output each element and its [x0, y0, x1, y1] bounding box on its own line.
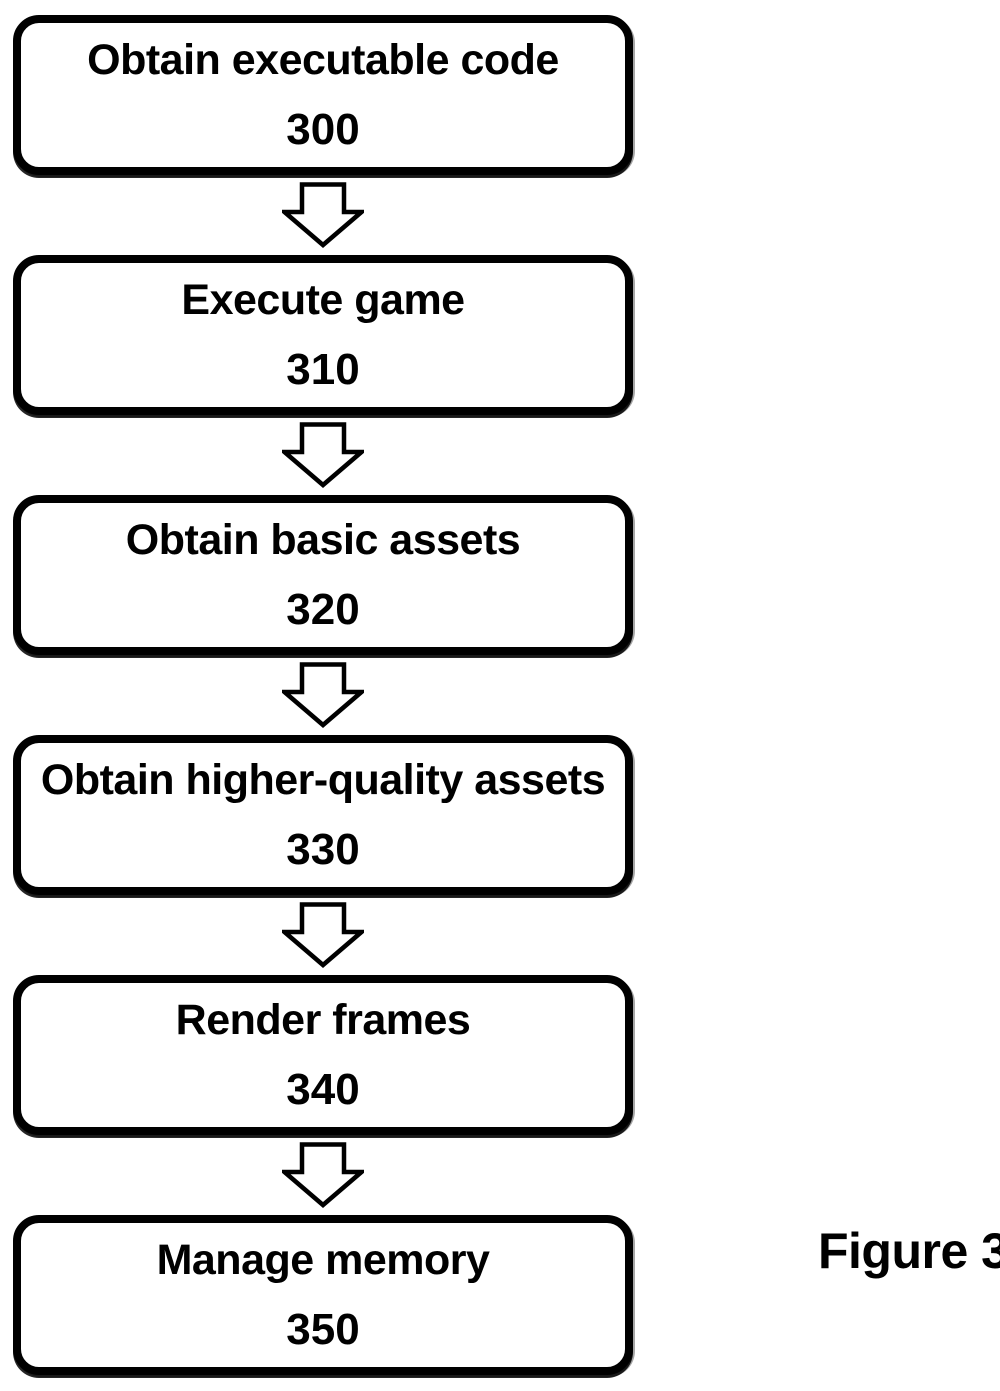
figure-caption: Figure 3 — [818, 1223, 1000, 1279]
flowchart-node: Render frames 340 — [13, 975, 633, 1135]
down-block-arrow-icon — [282, 1142, 364, 1208]
node-label: Render frames — [175, 996, 471, 1044]
node-label: Obtain basic assets — [125, 516, 521, 564]
node-number: 300 — [286, 105, 360, 154]
flow-connector — [13, 1135, 633, 1215]
down-block-arrow-icon — [282, 422, 364, 488]
node-number: 330 — [286, 825, 360, 874]
flowchart-node: Obtain executable code 300 — [13, 15, 633, 175]
down-block-arrow-icon — [282, 662, 364, 728]
flowchart-node: Obtain higher-quality assets 330 — [13, 735, 633, 895]
down-block-arrow-icon — [282, 902, 364, 968]
flow-connector — [13, 175, 633, 255]
node-label: Manage memory — [156, 1236, 490, 1284]
flowchart-node: Manage memory 350 — [13, 1215, 633, 1375]
node-number: 340 — [286, 1065, 360, 1114]
node-label: Obtain executable code — [87, 36, 559, 84]
node-label: Obtain higher-quality assets — [40, 756, 606, 804]
flow-connector — [13, 655, 633, 735]
node-number: 310 — [286, 345, 360, 394]
flowchart-node: Execute game 310 — [13, 255, 633, 415]
node-label: Execute game — [181, 276, 465, 324]
flowchart: Obtain executable code 300 Execute game … — [13, 15, 633, 1375]
node-number: 320 — [286, 585, 360, 634]
flow-connector — [13, 895, 633, 975]
flowchart-node: Obtain basic assets 320 — [13, 495, 633, 655]
flow-connector — [13, 415, 633, 495]
node-number: 350 — [286, 1305, 360, 1354]
down-block-arrow-icon — [282, 182, 364, 248]
